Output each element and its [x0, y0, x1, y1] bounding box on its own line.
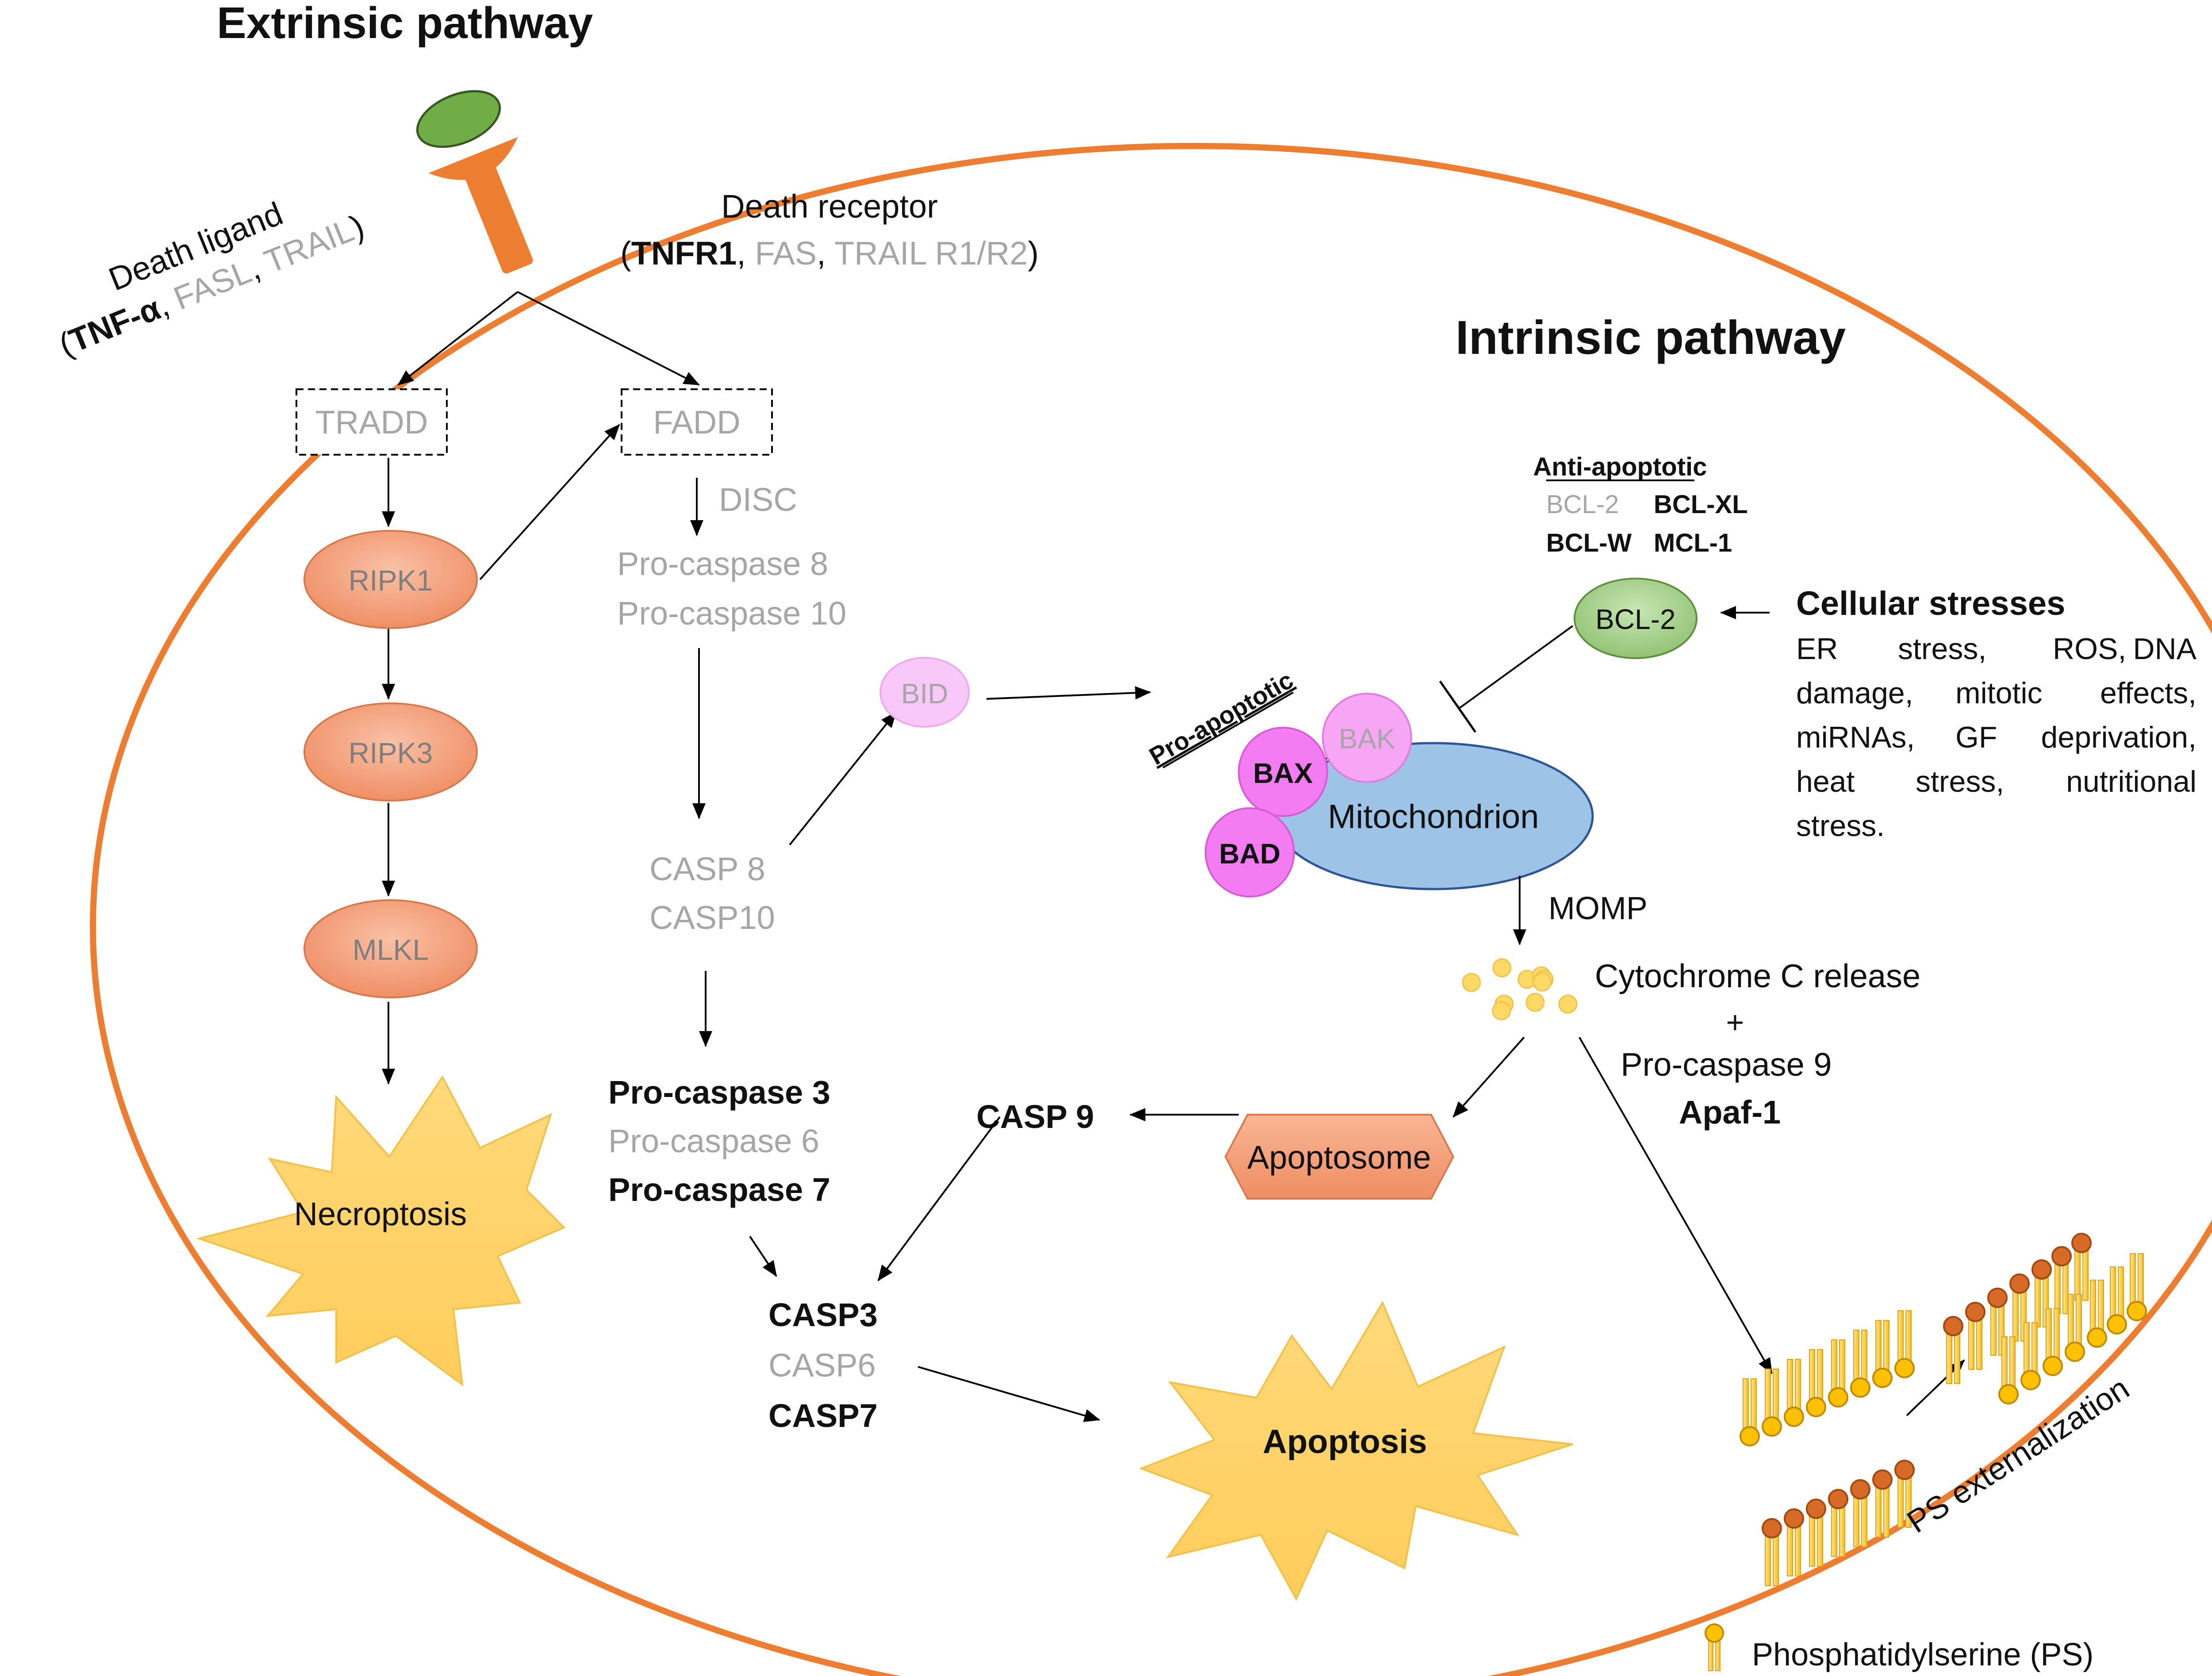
mitochondrion-label: Mitochondrion	[1328, 798, 1539, 836]
apoptosis-burst	[1139, 1300, 1573, 1601]
svg-text:damage,: damage,	[1796, 676, 1913, 710]
anti-mcl1-label: MCL-1	[1654, 529, 1732, 557]
death-ligand-label: Death ligand (TNF-α, FASL, TRAIL)	[54, 195, 369, 364]
fadd-box	[621, 388, 773, 456]
mlkl-node	[303, 899, 478, 998]
casp3-label: CASP3	[768, 1296, 878, 1333]
bax-node	[1238, 727, 1328, 817]
svg-text:DNA: DNA	[2133, 632, 2197, 666]
cytochrome-c-label: Cytochrome C release	[1595, 958, 1920, 994]
casp9-to-casp3-arrow	[877, 1116, 1001, 1281]
cytochrome-c-icon	[1462, 958, 1578, 1020]
apoptosome-node	[1224, 1114, 1455, 1200]
disc-label: DISC	[719, 481, 797, 518]
procasp7-label: Pro-caspase 7	[608, 1171, 830, 1208]
svg-text:ROS,: ROS,	[2053, 632, 2126, 666]
procasp3-label: Pro-caspase 3	[608, 1074, 830, 1111]
bad-label: BAD	[1219, 838, 1281, 870]
bcl2-inhibition-bar	[1439, 680, 1477, 733]
bad-node	[1205, 807, 1295, 897]
intrinsic-pathway-title: Intrinsic pathway	[1455, 311, 1846, 364]
svg-text:ER: ER	[1796, 632, 1838, 666]
ripk1-label: RIPK1	[349, 564, 433, 597]
procasp-to-casp3-arrow	[749, 1235, 777, 1277]
plus-sign: +	[1726, 1005, 1744, 1039]
procasp6-label: Pro-caspase 6	[608, 1123, 819, 1159]
svg-text:miRNAs,: miRNAs,	[1796, 721, 1915, 754]
necroptosis-arrows	[382, 424, 620, 1085]
bax-label: BAX	[1253, 757, 1313, 789]
anti-bclw-label: BCL-W	[1546, 529, 1632, 557]
death-receptor-label: Death receptor	[721, 188, 938, 225]
apaf1-label: Apaf-1	[1679, 1094, 1781, 1131]
bcl2-inhibition-line	[1459, 625, 1574, 709]
casp9-label: CASP 9	[976, 1098, 1094, 1135]
anti-bcl2-label: BCL-2	[1546, 490, 1619, 519]
svg-text:mitotic: mitotic	[1955, 676, 2042, 710]
extrinsic-pathway-title: Extrinsic pathway	[217, 0, 593, 48]
ripk1-node	[303, 530, 478, 629]
death-receptor-types: (TNFR1, FAS, TRAIL R1/R2)	[620, 235, 1039, 272]
svg-text:stress.: stress.	[1796, 809, 1885, 843]
svg-text:stress,: stress,	[1916, 765, 2004, 798]
ps-legend-label: Phosphatidylserine (PS)	[1752, 1637, 2093, 1672]
casp8-to-bid-arrow	[789, 711, 897, 846]
casp10-label: CASP10	[649, 899, 775, 936]
necroptosis-label: Necroptosis	[294, 1196, 467, 1232]
bcl2-node	[1574, 578, 1697, 659]
svg-text:effects,: effects,	[2100, 676, 2197, 710]
tradd-box	[296, 388, 448, 456]
cytc-to-apoptosome-arrow	[1452, 1036, 1525, 1118]
svg-text:stress,: stress,	[1898, 632, 1986, 666]
ripk3-node	[303, 702, 478, 802]
bcl2-node-label: BCL-2	[1595, 603, 1675, 635]
necroptosis-burst	[196, 1075, 566, 1387]
svg-text:heat: heat	[1796, 765, 1855, 798]
apoptosome-label: Apoptosome	[1247, 1139, 1431, 1176]
mlkl-label: MLKL	[353, 933, 429, 966]
procasp10-label: Pro-caspase 10	[617, 595, 846, 632]
anti-bclxl-label: BCL-XL	[1654, 490, 1748, 519]
bid-label: BID	[901, 678, 949, 710]
casp3-to-apoptosis-arrow	[918, 1366, 1100, 1422]
procasp9-label: Pro-caspase 9	[1621, 1046, 1832, 1083]
momp-label: MOMP	[1548, 891, 1647, 926]
svg-text:GF: GF	[1955, 721, 1997, 754]
cell-membrane	[90, 143, 2212, 1676]
bak-label: BAK	[1339, 723, 1395, 755]
cellular-stresses-heading: Cellular stresses	[1796, 585, 2065, 622]
cellular-stresses-text: ER stress, ROS, DNA damage, mitotic effe…	[1796, 632, 2197, 843]
anti-apoptotic-heading: Anti-apoptotic	[1533, 453, 1707, 481]
tradd-label: TRADD	[315, 404, 428, 441]
ps-bilayer-normal	[1740, 1310, 1915, 1587]
bak-node	[1322, 693, 1412, 783]
death-receptor-icon	[416, 90, 533, 274]
svg-text:nutritional: nutritional	[2066, 765, 2197, 798]
bid-node	[879, 657, 970, 728]
receptor-arrows	[397, 291, 700, 386]
bid-to-mito-arrow	[986, 686, 1151, 700]
casp6-label: CASP6	[768, 1347, 876, 1384]
ps-legend-icon	[1705, 1623, 1724, 1671]
cytc-to-ps-arrow	[1578, 1037, 1773, 1374]
procasp8-label: Pro-caspase 8	[617, 545, 828, 582]
casp7-label: CASP7	[768, 1397, 878, 1434]
ripk3-label: RIPK3	[349, 736, 433, 769]
apoptosis-label: Apoptosis	[1263, 1423, 1427, 1461]
fadd-label: FADD	[653, 404, 740, 441]
casp8-label: CASP 8	[649, 851, 765, 887]
svg-text:deprivation,: deprivation,	[2041, 721, 2197, 754]
